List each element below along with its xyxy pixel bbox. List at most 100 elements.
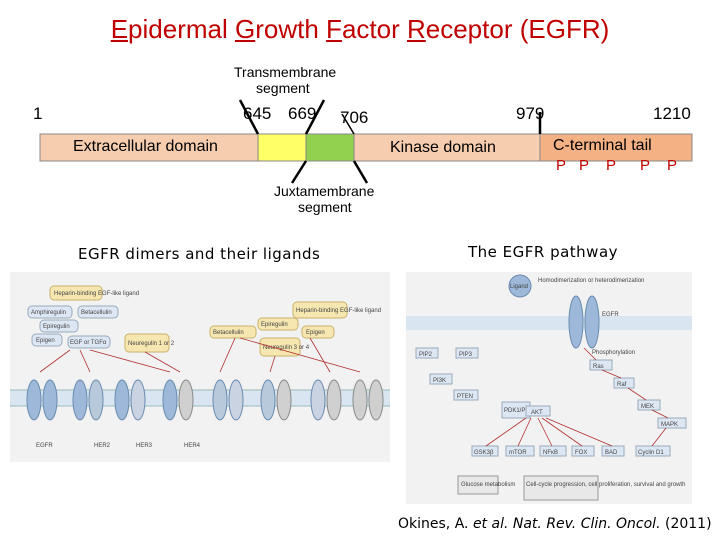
ligand-box-hbegf [49, 285, 103, 301]
juxtamembrane-label-line1: Juxtamembrane [274, 183, 375, 199]
position-669: 669 [288, 104, 317, 123]
ligand-text-hbegf-2: Heparin-binding EGF-like ligand [296, 308, 381, 314]
phospho-site-5: P [667, 157, 678, 174]
title-word-receptor: eceptor [425, 14, 513, 44]
citation-journal: Nat. Rev. Clin. Oncol. [512, 516, 661, 532]
extracellular-segment [39, 133, 259, 162]
kinase-segment [353, 133, 541, 162]
ligand-box-hbegf-2 [292, 301, 348, 319]
egfr-pathway-figure: Ligand Homodimerization or heterodimeriz… [406, 272, 692, 504]
ligand-box-epiregulin-2 [257, 317, 299, 331]
title-letter-g: G [235, 14, 256, 44]
juxtamembrane-bracket-left [290, 160, 308, 184]
juxtamembrane-bracket-right [352, 160, 369, 184]
ligand-box-betacellulin-2 [209, 325, 257, 339]
pathway-background [406, 272, 692, 504]
svg-text:Glucose metabolism: Glucose metabolism [461, 482, 515, 488]
svg-text:PIP3: PIP3 [459, 352, 473, 358]
svg-text:Cell-cycle progression, cell p: Cell-cycle progression, cell proliferati… [526, 482, 685, 488]
svg-text:PIP2: PIP2 [419, 352, 433, 358]
ligand-box-amphiregulin [27, 305, 73, 319]
page-title: Epidermal Growth Factor Receptor (EGFR) [0, 14, 720, 45]
kinase-domain-label: Kinase domain [390, 139, 496, 156]
citation-year: (2011) [664, 516, 712, 532]
transmembrane-bracket-right [304, 99, 326, 135]
svg-text:Cyclin D1: Cyclin D1 [638, 450, 664, 456]
svg-text:GSK3β: GSK3β [474, 450, 494, 456]
svg-text:Ras: Ras [593, 364, 604, 370]
transmembrane-label-line2: segment [256, 80, 310, 96]
transmembrane-segment [257, 133, 307, 162]
ligand-text-hbegf: Heparin-binding EGF-like ligand [54, 291, 139, 297]
ligand-text-epigen-2: Epigen [306, 330, 325, 336]
ligand-text-epigen: Epigen [36, 338, 55, 344]
right-panel-heading: The EGFR pathway [468, 243, 619, 261]
ligand-text-neuregulin34: Neuregulin 3 or 4 [263, 345, 310, 351]
juxtamembrane-label-line2: segment [298, 199, 352, 215]
dimers-arrows [39, 337, 361, 373]
dimerization-text: Homodimerization or heterodimerization [538, 278, 644, 284]
receptor-label-her2: HER2 [94, 443, 111, 449]
position-706-tick [341, 113, 355, 135]
transmembrane-label-line1: Transmembrane [234, 64, 337, 80]
ligand-text-amphiregulin: Amphiregulin [31, 310, 66, 316]
title-letter-e: E [110, 14, 129, 44]
ligand-text-neuregulin12: Neuregulin 1 or 2 [128, 341, 175, 347]
ligand-text-epiregulin: Epiregulin [43, 324, 70, 330]
pathway-membrane [406, 316, 692, 330]
ligand-box-neuregulin34 [259, 337, 301, 357]
title-suffix: (EGFR) [519, 14, 610, 44]
egfr-domain-diagram [39, 99, 693, 184]
position-1: 1 [33, 104, 43, 123]
title-letter-f: F [326, 14, 342, 44]
juxtamembrane-segment [305, 133, 355, 162]
svg-text:PDK1/PDK2: PDK1/PDK2 [504, 408, 538, 414]
egfr-dimers-figure: Heparin-binding EGF-like ligand Amphireg… [10, 272, 390, 462]
svg-text:Raf: Raf [617, 382, 627, 388]
position-706: 706 [340, 108, 369, 127]
position-979: 979 [516, 104, 545, 123]
svg-text:MAPK: MAPK [661, 422, 678, 428]
ligand-box-epigen-2 [301, 325, 335, 339]
receptor-label-her4: HER4 [184, 443, 201, 449]
phospho-site-1: P [556, 157, 567, 174]
svg-text:PTEN: PTEN [457, 394, 473, 400]
ligand-box-betacellulin [77, 305, 119, 319]
svg-text:Phosphorylation: Phosphorylation [592, 350, 635, 356]
ligand-text-betacellulin: Betacellulin [81, 310, 112, 316]
receptor-label-egfr: EGFR [36, 443, 53, 449]
receptor-label-her3: HER3 [136, 443, 153, 449]
pathway-arrows [485, 347, 669, 447]
ligand-text-epiregulin-2: Epiregulin [261, 322, 288, 328]
ligand-box-epigen [31, 333, 63, 347]
cterminal-segment [539, 133, 693, 162]
position-1210: 1210 [653, 104, 691, 123]
position-645: 645 [243, 104, 272, 123]
citation: Okines, A. et al. Nat. Rev. Clin. Oncol.… [398, 516, 712, 532]
citation-authors: Okines, A. [398, 516, 469, 532]
ligand-box-neuregulin12 [124, 333, 170, 353]
ligand-box-egf-tgfa [67, 335, 111, 349]
title-word-growth: rowth [255, 14, 319, 44]
left-panel-heading: EGFR dimers and their ligands [78, 245, 321, 263]
title-word-epidermal: pidermal [128, 14, 228, 44]
ligand-node-text: Ligand [510, 284, 528, 290]
egfr-receptor-a [568, 295, 584, 349]
svg-text:MEK: MEK [641, 404, 654, 410]
cterminal-label: C-terminal tail [553, 137, 652, 154]
phospho-site-4: P [640, 157, 651, 174]
ligand-text-betacellulin-2: Betacellulin [213, 330, 244, 336]
receptor-shapes [26, 379, 384, 421]
phospho-site-2: P [579, 157, 590, 174]
title-letter-r: R [406, 14, 426, 44]
transmembrane-bracket-left [238, 99, 260, 135]
egfr-receptor-b [584, 295, 600, 349]
extracellular-domain-label: Extracellular domain [73, 138, 218, 155]
dimers-membrane [10, 390, 390, 406]
phospho-site-3: P [606, 157, 617, 174]
svg-text:mTOR: mTOR [509, 450, 527, 456]
svg-text:AKT: AKT [531, 410, 543, 416]
ligand-text-egf-tgfa: EGF or TGFα [70, 340, 107, 346]
ligand-box-epiregulin [39, 319, 79, 333]
svg-text:NFκB: NFκB [543, 450, 558, 456]
